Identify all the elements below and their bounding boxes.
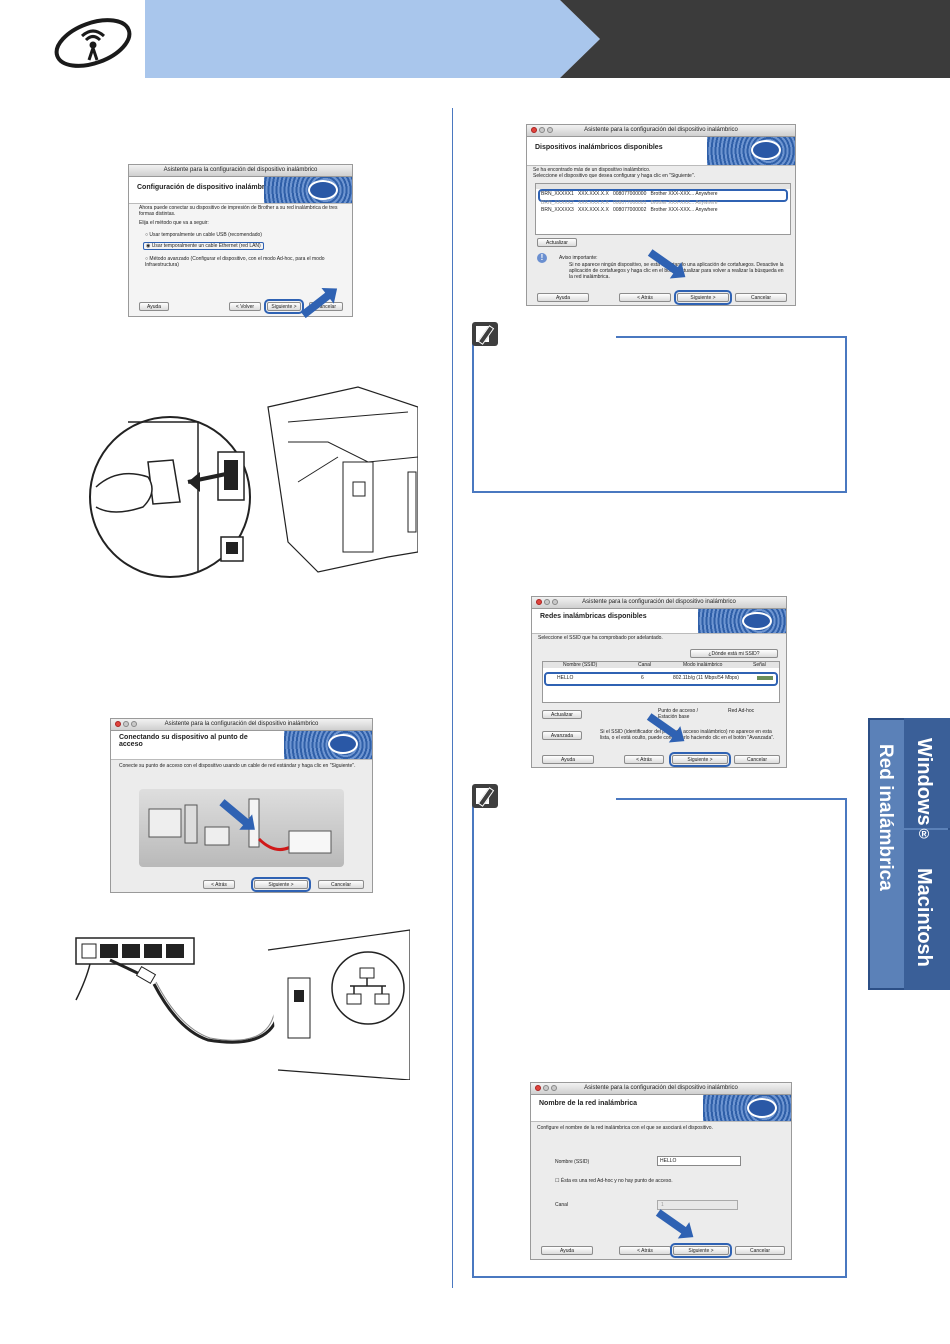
- windows-tab: [904, 718, 950, 828]
- column-divider: [452, 108, 453, 1288]
- back-button[interactable]: < Atrás: [203, 880, 235, 889]
- legend-adhoc: Red Ad-hoc: [728, 708, 755, 714]
- next-button[interactable]: Siguiente >: [251, 877, 311, 892]
- note-icon: [472, 784, 498, 808]
- option-usb[interactable]: ○ Usar temporalmente un cable USB (recom…: [145, 232, 262, 238]
- available-networks-dialog: Asistente para la configuración del disp…: [531, 596, 787, 768]
- selected-row-highlight: [544, 672, 778, 686]
- dialog-heading: Configuración de dispositivo inalámbrico: [137, 184, 275, 191]
- ssid-label: Nombre (SSID): [555, 1159, 590, 1165]
- back-button[interactable]: < Volver: [229, 302, 261, 311]
- help-button[interactable]: Ayuda: [537, 293, 589, 302]
- windows-label: Windows®: [913, 738, 935, 842]
- network-list: Nombre (SSID) Canal Modo inalámbrico Señ…: [542, 661, 780, 703]
- where-ssid-button[interactable]: ¿Dónde está mi SSID?: [690, 649, 778, 658]
- table-row[interactable]: BRN_XXXXX2 XXX.XXX.X.X 008077000001 Brot…: [541, 200, 718, 206]
- option-advanced[interactable]: ○ Método avanzado (Configurar el disposi…: [145, 256, 325, 268]
- dialog-intro: Ahora puede conectar su dispositivo de i…: [139, 205, 338, 217]
- selected-row-highlight: [538, 189, 788, 202]
- back-button[interactable]: < Atrás: [619, 1246, 671, 1255]
- dialog-banner: Configuración de dispositivo inalámbrico: [129, 177, 352, 204]
- connect-ap-dialog: Asistente para la configuración del disp…: [110, 718, 373, 893]
- note-box: [472, 798, 847, 1278]
- legend-access-point: Punto de acceso / Estación base: [658, 708, 699, 720]
- dialog-prompt: Elija el método que va a seguir:: [139, 220, 209, 226]
- dialog-intro: Conecte su punto de acceso con el dispos…: [119, 763, 356, 769]
- cable-connection-illustration: [75, 929, 410, 1080]
- dialog-heading: Dispositivos inalámbricos disponibles: [535, 144, 663, 151]
- next-button[interactable]: Siguiente >: [670, 1243, 732, 1258]
- adhoc-checkbox[interactable]: ☐ Ésta es una red Ad-hoc y no hay punto …: [555, 1178, 673, 1184]
- network-name-dialog: Asistente para la configuración del disp…: [530, 1082, 792, 1260]
- back-button[interactable]: < Atrás: [619, 293, 671, 302]
- available-devices-dialog: Asistente para la configuración del disp…: [526, 124, 796, 306]
- dialog-banner: Conectando su dispositivo al punto de ac…: [111, 731, 372, 760]
- info-icon: !: [537, 253, 547, 263]
- help-button[interactable]: Ayuda: [139, 302, 169, 311]
- help-button[interactable]: Ayuda: [542, 755, 594, 764]
- table-row[interactable]: BRN_XXXXX1 XXX.XXX.X.X 008077000000 Brot…: [541, 191, 718, 197]
- banner-art: [284, 731, 372, 759]
- channel-stepper[interactable]: 1: [657, 1200, 738, 1210]
- dialog-intro: Seleccione el SSID que ha comprobado por…: [538, 635, 663, 641]
- port-cap-illustration: [89, 386, 418, 578]
- network-label: Red inalámbrica: [875, 744, 896, 891]
- dialog-banner: Dispositivos inalámbricos disponibles: [527, 137, 795, 166]
- note-icon: [472, 322, 498, 346]
- cancel-button[interactable]: Cancelar: [734, 755, 780, 764]
- back-button[interactable]: < Atrás: [624, 755, 664, 764]
- dialog-intro-1: Se ha encontrado más de un dispositivo i…: [533, 167, 651, 173]
- help-button[interactable]: Ayuda: [541, 1246, 593, 1255]
- option-ethernet[interactable]: ◉ Usar temporalmente un cable Ethernet (…: [143, 242, 264, 250]
- setup-method-dialog: Asistente para la configuración del disp…: [128, 164, 353, 317]
- channel-label: Canal: [555, 1202, 569, 1208]
- next-button[interactable]: Siguiente >: [674, 290, 732, 305]
- advanced-note: Si el SSID (identificador del punto de a…: [600, 729, 775, 741]
- banner-art: [698, 609, 786, 633]
- ssid-input[interactable]: HELLO: [657, 1156, 741, 1166]
- cancel-button[interactable]: Cancelar: [735, 1246, 785, 1255]
- banner-art: [703, 1095, 791, 1121]
- cancel-button[interactable]: Cancelar: [735, 293, 787, 302]
- dialog-banner: Nombre de la red inalámbrica: [531, 1095, 791, 1122]
- dialog-heading: Redes inalámbricas disponibles: [540, 613, 647, 620]
- dialog-titlebar: Asistente para la configuración del disp…: [129, 165, 352, 177]
- advanced-button[interactable]: Avanzada: [542, 731, 582, 740]
- signal-bar: [757, 676, 773, 680]
- note-box: [472, 336, 847, 493]
- dialog-intro-2: Seleccione el dispositivo que desea conf…: [533, 173, 695, 179]
- refresh-button[interactable]: Actualizar: [542, 710, 582, 719]
- dialog-intro: Configure el nombre de la red inalámbric…: [537, 1125, 713, 1131]
- dialog-heading: Conectando su dispositivo al punto de ac…: [119, 734, 248, 748]
- device-list: BRN_XXXXX1 XXX.XXX.X.X 008077000000 Brot…: [535, 183, 791, 235]
- section-side-tab: Windows® Macintosh Red inalámbrica: [868, 718, 950, 990]
- macintosh-tab: [904, 830, 950, 990]
- next-button[interactable]: Siguiente >: [264, 299, 304, 314]
- header-band: [145, 0, 600, 78]
- header-dark-band: [560, 0, 950, 78]
- dialog-titlebar: Asistente para la configuración del disp…: [111, 719, 372, 731]
- dialog-titlebar: Asistente para la configuración del disp…: [531, 1083, 791, 1095]
- wireless-logo-icon: [54, 18, 132, 68]
- cancel-button[interactable]: Cancelar: [318, 880, 364, 889]
- table-row[interactable]: BRN_XXXXX3 XXX.XXX.X.X 008077000002 Brot…: [541, 207, 718, 213]
- dialog-heading: Nombre de la red inalámbrica: [539, 1100, 638, 1107]
- banner-art: [264, 177, 352, 203]
- dialog-titlebar: Asistente para la configuración del disp…: [527, 125, 795, 137]
- warning-title: Aviso importante:: [559, 255, 598, 261]
- dialog-banner: Redes inalámbricas disponibles: [532, 609, 786, 634]
- banner-art: [707, 137, 795, 165]
- dialog-titlebar: Asistente para la configuración del disp…: [532, 597, 786, 609]
- refresh-button[interactable]: Actualizar: [537, 238, 577, 247]
- macintosh-label: Macintosh: [913, 868, 935, 967]
- next-button[interactable]: Siguiente >: [669, 752, 731, 767]
